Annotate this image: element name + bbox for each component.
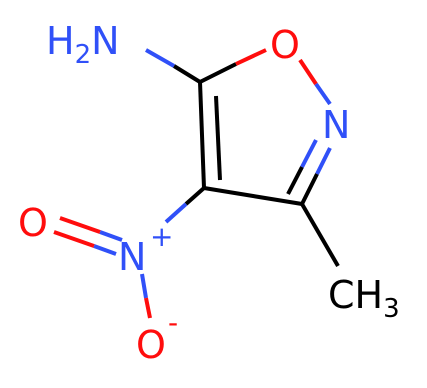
bond-c3-methyl — [300, 202, 340, 268]
bond-c5-o1 — [199, 62, 237, 84]
methyl-label: CH3 — [328, 273, 400, 324]
nitro-oxygen-single-label: O — [136, 323, 166, 367]
bond-c4-nitro — [184, 186, 206, 206]
bond-n2-c3-d — [286, 166, 304, 195]
bond-c4-c5-inner — [214, 95, 222, 181]
nitro-oxygen-double-label: O — [18, 201, 48, 245]
bond-c5-amine — [172, 64, 202, 84]
bond-nitro-o-double-c — [93, 244, 117, 256]
bond-nitro-o-double-d — [53, 230, 95, 248]
nitro-nitrogen-label: N — [118, 235, 146, 279]
bond-nitro-c4 — [164, 202, 188, 224]
atom-labels: H2N O N N + O O - CH3 — [18, 19, 400, 367]
bond-c4-c5 — [198, 81, 206, 189]
nitro-nitrogen-charge: + — [150, 220, 173, 253]
bond-nitro-o-single-a — [140, 273, 148, 299]
ring-oxygen-label: O — [270, 23, 300, 67]
nitro-oxygen-single-charge: - — [168, 306, 178, 339]
bond-o1-c5 — [235, 48, 267, 66]
ring-nitrogen-label: N — [322, 103, 350, 147]
bond-nitro-o-double-a — [99, 230, 123, 242]
bond-amine-c5 — [145, 48, 175, 68]
bond-n2-o1 — [314, 82, 332, 106]
bond-nitro-o-single-b — [144, 297, 152, 319]
bond-o1-n2 — [298, 58, 318, 86]
bond-n2-c3-b — [300, 173, 319, 205]
bond-n2-c3-c — [300, 139, 318, 168]
bond-c3-c4 — [203, 186, 303, 206]
bonds — [53, 48, 340, 319]
bond-nitro-o-double-b — [59, 216, 101, 234]
bond-n2-c3-a — [315, 147, 332, 175]
amine-label: H2N — [46, 19, 120, 70]
